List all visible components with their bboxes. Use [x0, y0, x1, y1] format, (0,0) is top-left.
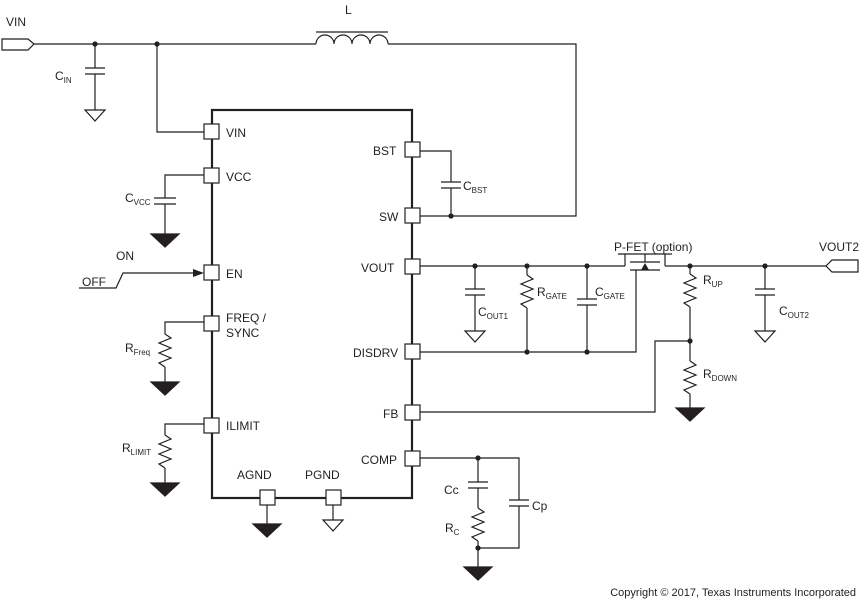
- rc-resistor: [462, 507, 494, 581]
- pin-agnd-label: AGND: [237, 468, 272, 482]
- junction-dot: [448, 213, 454, 219]
- vin-pin-wire: [156, 44, 204, 133]
- agnd-ground-icon: [251, 523, 283, 538]
- pin-pgnd: [325, 489, 342, 506]
- pin-sw-label: SW: [379, 210, 399, 224]
- cbst-label: CBST: [463, 179, 487, 195]
- pin-disdrv-label: DISDRV: [353, 346, 398, 360]
- cp-label: Cp: [532, 499, 548, 513]
- vout2-net-label: VOUT2: [819, 240, 859, 254]
- cin-label: CIN: [55, 69, 72, 85]
- pin-pgnd-label: PGND: [305, 468, 340, 482]
- rlimit-resistor: [149, 423, 204, 497]
- pin-disdrv: [404, 343, 421, 360]
- pin-comp-label: COMP: [361, 453, 397, 467]
- cvcc-capacitor: [149, 174, 204, 248]
- pin-agnd: [259, 489, 276, 506]
- pin-fb: [404, 404, 421, 421]
- pin-sw: [404, 207, 421, 224]
- cbst-capacitor: [420, 150, 461, 216]
- sw-loop-wire: [388, 43, 577, 217]
- cc-capacitor: [468, 458, 488, 508]
- pin-en: [203, 264, 220, 281]
- pin-freq-sync: [203, 315, 220, 332]
- pin-vin-label: VIN: [226, 126, 246, 140]
- ic-body: [210, 108, 414, 500]
- rdown-label: RDOWN: [703, 367, 737, 383]
- inductor-label: L: [345, 3, 352, 17]
- cvcc-label: CVCC: [125, 191, 151, 207]
- pgnd-ground-icon: [321, 519, 345, 532]
- pin-fb-label: FB: [383, 407, 398, 421]
- vout2-output-connector: [825, 259, 859, 273]
- cout2-capacitor: [753, 266, 777, 343]
- pin-vcc: [203, 167, 220, 184]
- rdown-resistor: [674, 341, 706, 422]
- pin-freq-label: FREQ /: [226, 311, 267, 325]
- pin-sync-label: SYNC: [226, 326, 260, 340]
- cin-capacitor: [83, 44, 107, 122]
- fb-feedback-wire: [420, 340, 690, 413]
- pin-vout-label: VOUT: [361, 261, 395, 275]
- rc-label: RC: [445, 521, 460, 537]
- en-off-label: OFF: [82, 275, 106, 289]
- cout1-label: COUT1: [478, 305, 509, 321]
- vin-input-connector: [1, 38, 35, 51]
- copyright-notice: Copyright © 2017, Texas Instruments Inco…: [610, 587, 856, 599]
- pin-ilimit-label: ILIMIT: [226, 419, 261, 433]
- rup-label: RUP: [703, 273, 723, 289]
- pin-vin: [203, 123, 220, 140]
- pin-bst: [404, 141, 421, 158]
- cc-label: Cc: [444, 483, 459, 497]
- pfet-transistor-icon: [618, 253, 746, 271]
- rgate-resistor: [519, 266, 535, 352]
- pin-vout: [404, 258, 421, 275]
- pin-en-label: EN: [226, 267, 243, 281]
- vin-net-label: VIN: [6, 15, 26, 29]
- inductor-l: [315, 31, 389, 45]
- rfreq-label: RFreq: [125, 341, 150, 357]
- disdrv-gate-wire: [420, 270, 637, 353]
- pfet-label: P-FET (option): [614, 240, 692, 254]
- rlimit-label: RLIMIT: [122, 441, 151, 457]
- rgate-label: RGATE: [537, 285, 567, 301]
- pin-comp: [404, 450, 421, 467]
- cp-capacitor: [478, 499, 529, 549]
- pin-bst-label: BST: [373, 144, 397, 158]
- cout2-label: COUT2: [779, 304, 810, 320]
- junction-dot: [584, 349, 590, 355]
- rup-resistor: [682, 266, 698, 341]
- cgate-label: CGATE: [595, 285, 625, 301]
- cgate-capacitor: [577, 266, 597, 352]
- comp-wire: [420, 457, 520, 500]
- junction-dot: [524, 349, 530, 355]
- en-on-label: ON: [116, 249, 134, 263]
- en-onoff-signal: [79, 269, 204, 289]
- rfreq-resistor: [149, 321, 204, 396]
- cout1-capacitor: [463, 266, 487, 343]
- pin-vcc-label: VCC: [226, 170, 252, 184]
- pin-ilimit: [203, 417, 220, 434]
